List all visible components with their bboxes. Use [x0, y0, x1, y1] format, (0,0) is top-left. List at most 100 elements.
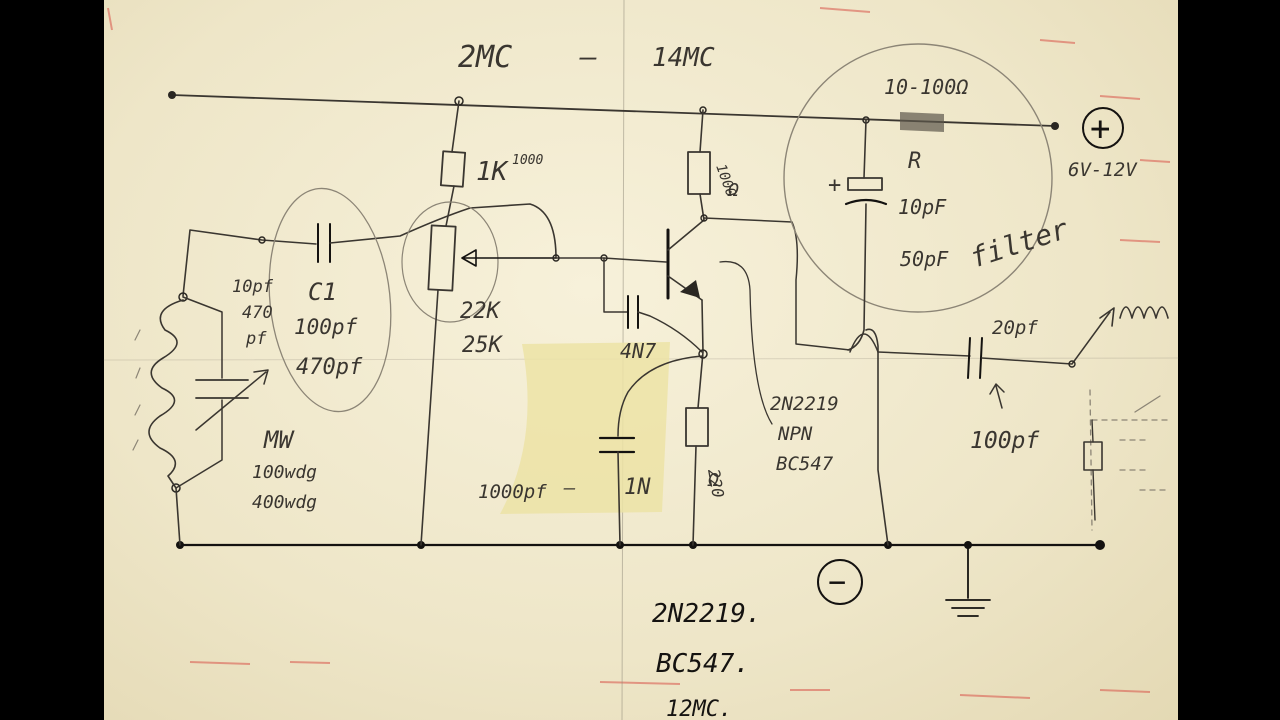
wire-crossover-hop: [849, 333, 879, 353]
filter-resistor: [900, 112, 944, 132]
junction-dot: [1095, 540, 1105, 550]
pot-annotation-loop: [401, 201, 499, 323]
filter-resistor-value: 10-100Ω: [884, 75, 968, 99]
base-cap-wire: [617, 355, 704, 437]
bottom-note-transistor-1: 2N2219.: [652, 599, 762, 629]
junction-dot: [552, 254, 560, 262]
output-cap-100pf: 100pf: [970, 428, 1039, 454]
rc-resistor: [687, 151, 711, 195]
base-cap-value-label: 1000pf: [478, 481, 547, 503]
c1-annotation-loop: [268, 187, 392, 413]
pot-value-25k: 25K: [462, 333, 503, 358]
supply-plus-label: +: [1090, 109, 1110, 149]
emitter-wire: [697, 299, 704, 409]
side-wire: [1091, 419, 1094, 443]
variable-capacitor-wire: [175, 296, 223, 489]
feedback-cap-label: 4N7: [620, 339, 656, 363]
junction-dot: [698, 349, 708, 359]
transistor-emitter-arrow: [680, 280, 700, 298]
band-low-label: 2MC: [458, 40, 512, 75]
r1k-resistor: [439, 150, 467, 188]
variable-capacitor-arrow: [195, 369, 269, 431]
negative-terminal-label: −: [828, 565, 846, 600]
pot-resistor: [427, 224, 457, 292]
tape-strip: [500, 342, 670, 514]
pointer-arrow: [989, 383, 1005, 409]
r1k-wire: [451, 100, 460, 153]
base-cap-to-ground-wire: [617, 451, 621, 546]
bottom-note-transistor-2: BC547.: [656, 649, 750, 679]
transistor-label-pointer: [719, 260, 773, 425]
tank-circuit-wire: [182, 229, 317, 297]
pot-to-ground-wire: [420, 289, 439, 546]
filter-resistor-name: R: [908, 149, 921, 174]
transistor-bc547-label: BC547: [776, 453, 834, 475]
side-resistor: [1083, 441, 1103, 471]
coil-400wdg-label: 400wdg: [252, 492, 317, 513]
transistor-2n2219-label: 2N2219: [770, 393, 839, 415]
re-value-label: 220: [704, 467, 728, 499]
pot-wire: [445, 185, 455, 227]
filter-cap-plate: [844, 198, 888, 206]
feedback-wire: [637, 311, 703, 353]
ground-symbol: [945, 544, 991, 617]
base-cap-suffix-label: 1N: [624, 475, 651, 500]
rf-wave-icon: [1119, 306, 1169, 319]
rc-wire: [699, 109, 704, 153]
filter-annotation-loop: [783, 43, 1053, 313]
c1-wire: [329, 203, 557, 259]
re-ohm-label: Ω: [707, 470, 719, 491]
tune-cap-470: 470: [242, 303, 273, 323]
feedback-wire: [603, 257, 629, 313]
filter-cap-50pf: 50pF: [900, 247, 949, 271]
base-cap-dash: —: [563, 477, 576, 499]
filter-cap-wire: [863, 119, 867, 179]
c1-name-label: C1: [308, 278, 337, 306]
red-marks: [107, 7, 1171, 699]
junction-dot: [178, 292, 188, 302]
coil-100wdg-label: 100wdg: [252, 462, 317, 483]
tune-cap-10pf: 10pf: [232, 277, 274, 297]
band-dash: —: [579, 40, 597, 73]
negative-terminal-symbol: [817, 559, 863, 605]
filter-cap-10pf: 10pF: [898, 195, 947, 219]
junction-dot: [1068, 360, 1076, 368]
r1k-extra-label: 1000: [512, 153, 543, 168]
tune-cap-pf: pf: [245, 329, 267, 349]
faded-side-circuit: [1089, 389, 1171, 531]
positive-terminal-symbol: [1082, 107, 1124, 149]
output-cap-plate: [979, 337, 983, 379]
rc-ohm-label: Ω: [727, 180, 739, 201]
base-wire: [555, 257, 667, 263]
collector-output-wire: [703, 217, 851, 351]
junction-dot: [258, 236, 266, 244]
filter-to-ground-wire: [847, 203, 889, 546]
output-cap-plate: [967, 337, 971, 379]
transistor-npn-label: NPN: [777, 423, 813, 445]
coil-mw-label: MW: [263, 426, 295, 454]
transistor-collector: [667, 219, 705, 251]
side-wire: [1092, 469, 1096, 521]
r1k-label: 1K: [476, 157, 510, 187]
junction-dot: [1051, 122, 1059, 130]
filter-cap-plus: +: [828, 173, 841, 198]
output-wire: [877, 351, 971, 357]
band-high-label: 14MC: [652, 43, 715, 73]
re-to-ground-wire: [692, 445, 697, 546]
side-switch: [1134, 395, 1161, 413]
c1-value-470pf: 470pf: [296, 355, 363, 380]
coil-ferrite-lines: [132, 329, 141, 451]
bottom-note-frequency: 12MC.: [666, 697, 732, 720]
pot-wiper-arrow: [461, 249, 557, 267]
coil-inductor: [148, 299, 184, 489]
re-resistor: [685, 407, 709, 447]
junction-dot: [168, 91, 176, 99]
output-cap-20pf: 20pf: [992, 317, 1038, 339]
filter-cap-body: [847, 177, 883, 191]
c1-value-100pf: 100pf: [294, 315, 358, 339]
output-arrow: [1099, 307, 1115, 327]
supply-voltage-label: 6V-12V: [1068, 159, 1138, 181]
output-wire: [981, 311, 1111, 365]
